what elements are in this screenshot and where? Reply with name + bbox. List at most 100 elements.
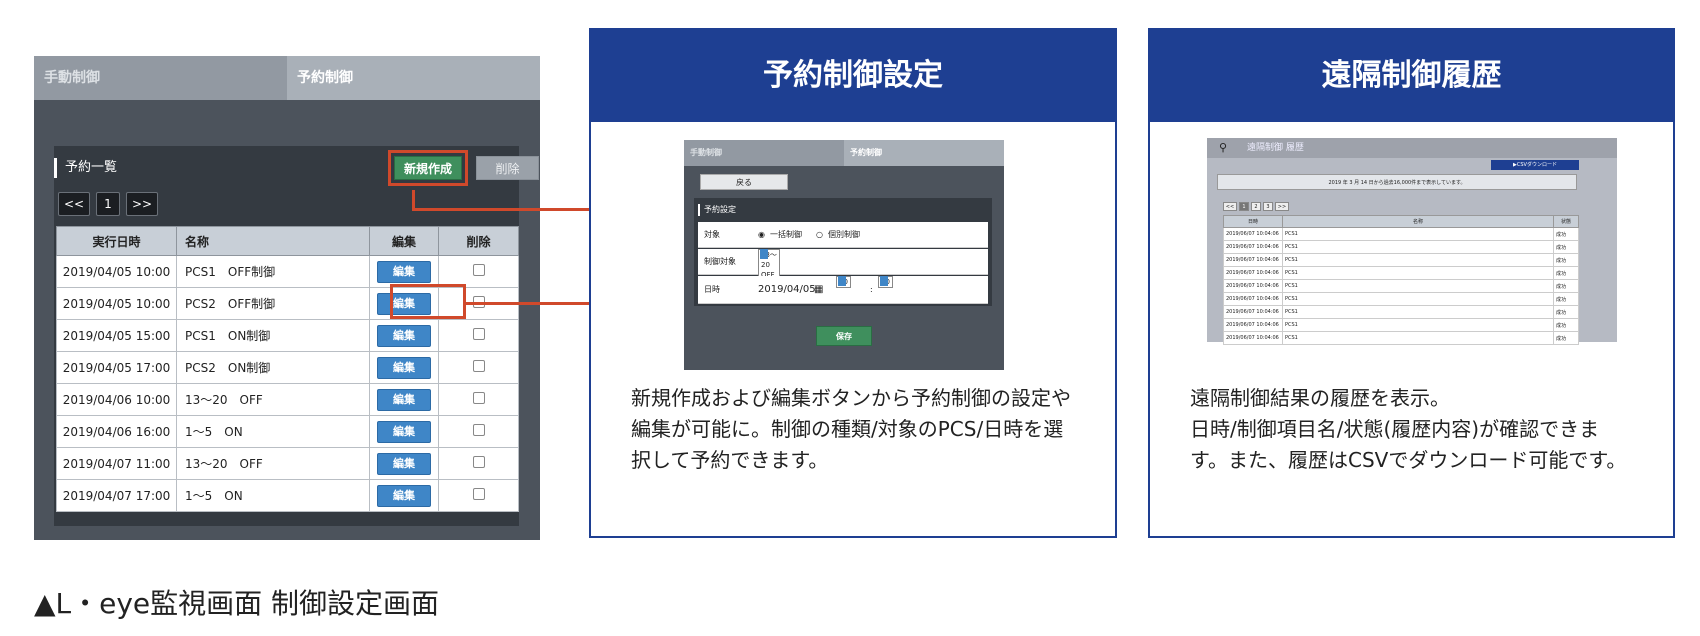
edit-button[interactable]: 編集 <box>377 452 431 475</box>
remote-history-description: 遠隔制御結果の履歴を表示。 日時/制御項目名/状態(履歴内容)が確認できます。ま… <box>1190 383 1630 476</box>
col-delete: 削除 <box>438 226 519 256</box>
col-edit: 編集 <box>369 226 439 256</box>
csv-download-button[interactable]: ▶CSVダウンロード <box>1491 160 1579 170</box>
row-datetime: 2019/04/07 17:00 <box>56 479 177 512</box>
mini-back-button[interactable]: 戻る <box>700 174 788 190</box>
history-pager-2[interactable]: 2 <box>1251 202 1261 211</box>
history-row-datetime: 2019/06/07 10:04:06 <box>1223 253 1283 267</box>
select-arrow-icon <box>838 276 846 286</box>
history-row-name: PCS1 <box>1282 240 1554 254</box>
row-datetime: 2019/04/05 15:00 <box>56 319 177 352</box>
history-row-name: PCS1 <box>1282 318 1554 332</box>
row-delete-cell <box>438 255 519 288</box>
row-delete-cell <box>438 479 519 512</box>
reserve-setting-mini-screen: 手動制御 予約制御 戻る 予約設定 対象 ◉ 一括制御 ○ 個別制御 制御対象 … <box>684 140 1004 370</box>
history-desc-line-1: 遠隔制御結果の履歴を表示。 <box>1190 386 1450 410</box>
delete-checkbox[interactable] <box>472 488 485 500</box>
figure-caption: ▲L・eye監視画面 制御設定画面 <box>34 587 440 620</box>
connector-new-vertical <box>412 190 415 210</box>
tab-manual-control[interactable]: 手動制御 <box>34 56 287 100</box>
edit-button[interactable]: 編集 <box>377 388 431 411</box>
delete-checkbox[interactable] <box>472 360 485 372</box>
row-datetime: 2019/04/06 10:00 <box>56 383 177 416</box>
pager-prev-button[interactable]: << <box>58 192 90 216</box>
history-row-name: PCS1 <box>1282 266 1554 280</box>
mini-row-target: 対象 ◉ 一括制御 ○ 個別制御 <box>698 222 988 248</box>
row-name: 13～20 OFF <box>176 383 370 416</box>
reserve-setting-description: 新規作成および編集ボタンから予約制御の設定や編集が可能に。制御の種類/対象のPC… <box>631 386 1071 472</box>
mini-datetime-label: 日時 <box>704 285 720 294</box>
row-delete-cell <box>438 351 519 384</box>
row-name: PCS1 OFF制御 <box>176 255 370 288</box>
history-pager-1[interactable]: 1 <box>1239 202 1249 211</box>
calendar-icon[interactable]: ▦ <box>814 284 824 295</box>
row-datetime: 2019/04/06 16:00 <box>56 415 177 448</box>
history-row-datetime: 2019/06/07 10:04:06 <box>1223 331 1283 345</box>
delete-checkbox[interactable] <box>472 264 485 276</box>
delete-checkbox[interactable] <box>472 392 485 404</box>
mini-reserve-form: 予約設定 対象 ◉ 一括制御 ○ 個別制御 制御対象 13～20 OFF 日時 … <box>694 198 992 306</box>
edit-button[interactable]: 編集 <box>377 356 431 379</box>
history-pager-3[interactable]: 3 <box>1263 202 1273 211</box>
connector-edit-horizontal <box>466 302 590 305</box>
history-row-datetime: 2019/06/07 10:04:06 <box>1223 266 1283 280</box>
history-filter-bar[interactable]: 2019 年 3 月 14 日から過去16,000件まで表示しています。 <box>1217 174 1577 190</box>
history-row-status: 成功 <box>1553 227 1579 241</box>
pager-next-button[interactable]: >> <box>126 192 158 216</box>
history-row-name: PCS1 <box>1282 331 1554 345</box>
radio-individual-icon[interactable]: ○ <box>816 230 823 239</box>
edit-button[interactable]: 編集 <box>377 484 431 507</box>
history-title: 遠隔制御 履歴 <box>1247 143 1304 153</box>
history-row-status: 成功 <box>1553 240 1579 254</box>
row-edit-cell: 編集 <box>369 319 439 352</box>
delete-checkbox[interactable] <box>472 328 485 340</box>
reserve-setting-heading: 予約制御設定 <box>591 30 1115 122</box>
mini-time-separator: : <box>870 285 873 294</box>
history-row-status: 成功 <box>1553 331 1579 345</box>
tab-reservation-control[interactable]: 予約制御 <box>287 56 540 100</box>
binoculars-icon: ⚲ <box>1219 141 1228 154</box>
radio-bulk-icon[interactable]: ◉ <box>758 230 765 239</box>
row-datetime: 2019/04/05 10:00 <box>56 255 177 288</box>
table-header-row: 実行日時 名称 編集 削除 <box>56 226 519 256</box>
mini-save-button[interactable]: 保存 <box>816 326 872 346</box>
history-pager-next[interactable]: >> <box>1275 202 1289 211</box>
row-datetime: 2019/04/05 17:00 <box>56 351 177 384</box>
pager-page-1[interactable]: 1 <box>96 192 120 216</box>
edit-button[interactable]: 編集 <box>377 324 431 347</box>
history-row-name: PCS1 <box>1282 253 1554 267</box>
history-row-status: 成功 <box>1553 253 1579 267</box>
select-arrow-icon <box>760 249 768 259</box>
row-edit-cell: 編集 <box>369 415 439 448</box>
row-delete-cell <box>438 383 519 416</box>
history-pager-prev[interactable]: << <box>1223 202 1237 211</box>
row-edit-cell: 編集 <box>369 479 439 512</box>
new-reservation-button[interactable]: 新規作成 <box>394 156 462 180</box>
edit-button[interactable]: 編集 <box>377 260 431 283</box>
history-row-status: 成功 <box>1553 279 1579 293</box>
edit-button[interactable]: 編集 <box>377 420 431 443</box>
delete-checkbox[interactable] <box>472 424 485 436</box>
history-col-status: 状態 <box>1553 215 1579 228</box>
mini-tab-reserve[interactable]: 予約制御 <box>844 140 1004 166</box>
row-edit-cell: 編集 <box>369 447 439 480</box>
delete-checkbox[interactable] <box>472 456 485 468</box>
delete-button[interactable]: 削除 <box>476 156 539 180</box>
history-row-name: PCS1 <box>1282 305 1554 319</box>
row-name: PCS1 ON制御 <box>176 319 370 352</box>
mini-date-value[interactable]: 2019/04/05 <box>758 284 816 295</box>
row-edit-cell: 編集 <box>369 255 439 288</box>
mini-tab-manual[interactable]: 手動制御 <box>684 140 844 166</box>
history-col-datetime: 日時 <box>1223 215 1283 228</box>
feature-remote-history: 遠隔制御履歴 ⚲ 遠隔制御 履歴 ▶CSVダウンロード 2019 年 3 月 1… <box>1148 28 1675 538</box>
